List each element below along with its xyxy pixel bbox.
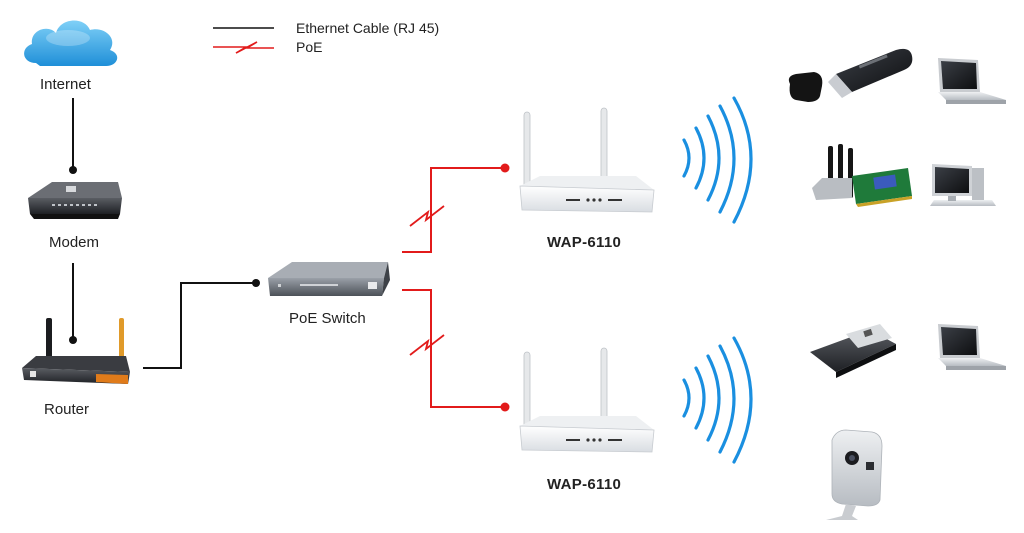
router-label: Router <box>44 401 90 418</box>
cable-end-dot <box>69 336 77 344</box>
cable-router-switch <box>143 282 256 369</box>
legend-poe-label: PoE <box>296 39 323 55</box>
legend-poe-symbol <box>213 41 274 54</box>
wifi-waves-icon <box>682 96 753 224</box>
access-point-icon <box>519 347 655 453</box>
modem-label: Modem <box>49 234 100 251</box>
poe-bolt-top <box>409 205 445 227</box>
cable-end-dot <box>252 279 260 287</box>
wifi-waves-icon <box>682 336 753 464</box>
usb-adapter-icon <box>788 48 913 102</box>
internet-label: Internet <box>40 76 91 93</box>
pci-wifi-card-icon <box>812 144 912 207</box>
cable-end-dot <box>69 166 77 174</box>
access-point-top-label: WAP-6110 <box>547 234 622 251</box>
modem-icon <box>28 182 122 219</box>
access-point-bottom-label: WAP-6110 <box>547 476 622 493</box>
laptop-icon <box>938 58 1006 104</box>
cloud-icon <box>24 20 118 66</box>
poe-cables <box>402 163 510 412</box>
poe-switch-label: PoE Switch <box>289 310 366 327</box>
laptop-icon <box>938 324 1006 370</box>
ip-camera-icon <box>826 429 883 520</box>
poe-switch-icon <box>268 262 390 296</box>
poe-cable-bottom <box>402 289 505 408</box>
poe-end-dot <box>500 163 510 173</box>
poe-end-dot <box>500 402 510 412</box>
ethernet-cables <box>69 98 260 369</box>
access-point-icon <box>519 107 655 213</box>
poe-cable-top <box>402 167 505 253</box>
desktop-computer-icon <box>930 164 996 206</box>
legend <box>213 27 274 54</box>
pcmcia-card-icon <box>810 324 896 378</box>
poe-bolt-bottom <box>409 334 445 356</box>
router-icon <box>22 318 130 384</box>
legend-ethernet-label: Ethernet Cable (RJ 45) <box>296 20 440 36</box>
